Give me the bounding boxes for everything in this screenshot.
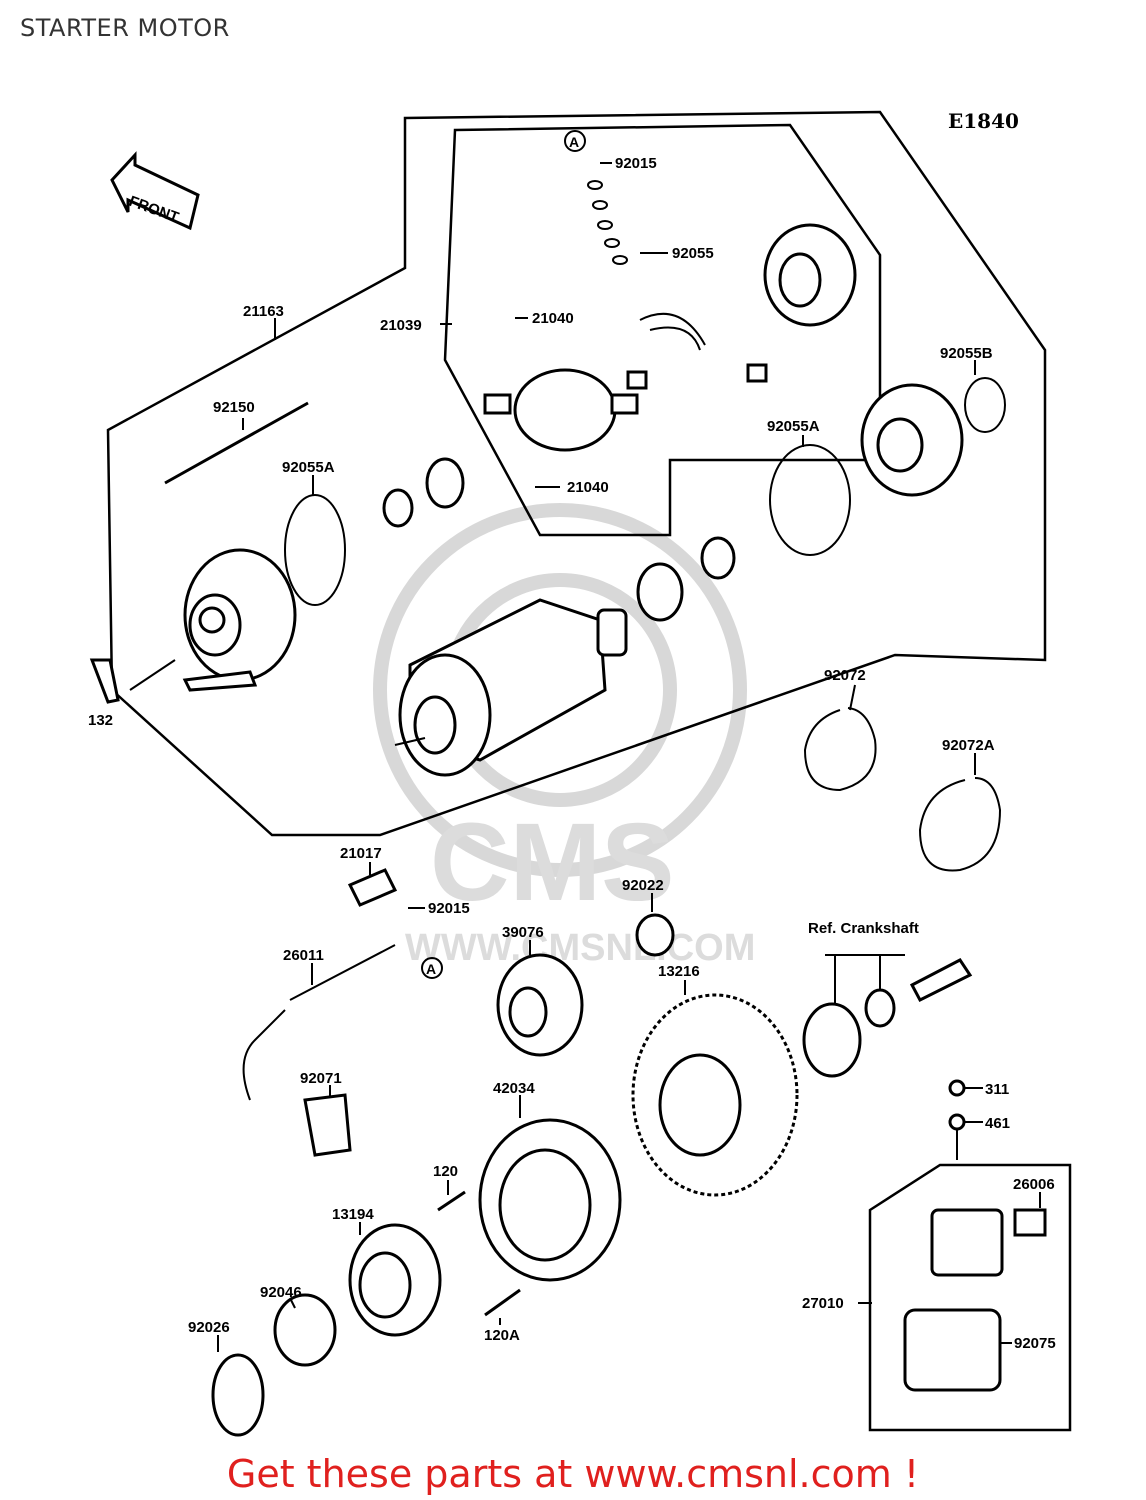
washer-92022 [635, 913, 675, 957]
label-92071: 92071 [300, 1070, 342, 1087]
svg-text:A: A [426, 961, 436, 977]
cta-link-text[interactable]: Get these parts at www.cmsnl.com ! [226, 1452, 920, 1496]
label-120: 120 [433, 1163, 458, 1180]
idler-gear-39076 [496, 953, 584, 1057]
circlip-92072 [803, 707, 877, 792]
crankshaft-gear [802, 958, 973, 1078]
seal-right [700, 536, 736, 580]
label-92072: 92072 [824, 667, 866, 684]
spring-92055 [587, 180, 628, 265]
label-92055a: 92055A [282, 459, 335, 476]
washer-left [382, 488, 414, 528]
washer-92026 [211, 1353, 265, 1437]
diagram-code: E1840 [948, 109, 1019, 133]
bolt-132 [89, 658, 120, 704]
relay-26006 [930, 1208, 1047, 1277]
page-title: STARTER MOTOR [20, 14, 230, 42]
circlip-92072a [918, 777, 1002, 872]
label-21017: 21017 [340, 845, 382, 862]
label-92026: 92026 [188, 1319, 230, 1336]
watermark-url: WWW.CMSNL.COM [405, 927, 755, 969]
label-26011: 26011 [283, 947, 324, 964]
label-92046: 92046 [260, 1284, 302, 1301]
starter-motor-armature [394, 598, 628, 777]
label-21039: 21039 [380, 317, 422, 334]
washer-461 [948, 1113, 966, 1131]
through-bolt-92150 [164, 401, 309, 485]
end-cover-right [860, 383, 964, 497]
label-311: 311 [985, 1081, 1009, 1098]
label-92022: 92022 [622, 877, 664, 894]
label-461: 461 [985, 1115, 1010, 1132]
label-21040: 21040 [532, 310, 574, 327]
cap-92071 [303, 1093, 352, 1157]
assembly-frame-27010 [868, 1163, 1072, 1432]
label-21040: 21040 [567, 479, 609, 496]
lead-wire-26011 [242, 944, 396, 1101]
label-92015: 92015 [428, 900, 470, 917]
o-ring-right [769, 444, 851, 556]
svg-text:A: A [569, 134, 579, 150]
front-arrow-icon: FRONT [110, 151, 200, 231]
brush-holder-cover [763, 223, 857, 327]
label-92072a: 92072A [942, 737, 995, 754]
relay-cover-92075 [903, 1308, 1002, 1392]
label-92055a: 92055A [767, 418, 820, 435]
label-92055: 92055 [672, 245, 714, 262]
label-132: 132 [88, 712, 113, 729]
screw-120 [437, 1190, 466, 1212]
brush-holder [483, 312, 768, 452]
watermark-brand: CMS [430, 801, 674, 924]
terminal-21017 [347, 868, 398, 907]
clutch-housing-42034 [478, 1118, 622, 1282]
label-92150: 92150 [213, 399, 255, 416]
needle-bearing-92046 [273, 1293, 337, 1367]
label-26006: 26006 [1013, 1176, 1055, 1193]
o-ring-left [284, 494, 346, 606]
label-92055b: 92055B [940, 345, 993, 362]
label-13216: 13216 [658, 963, 700, 980]
marker-a-top: A [564, 130, 586, 152]
starter-clutch-gear-13216 [631, 993, 799, 1197]
assembly-frame-21039 [443, 123, 882, 537]
bearing-left [425, 457, 465, 509]
label-27010: 27010 [802, 1295, 844, 1312]
bearing-right [636, 562, 684, 622]
label-42034: 42034 [493, 1080, 535, 1097]
assembly-frame-21163 [106, 110, 1047, 837]
marker-a-bottom: A [421, 957, 443, 979]
one-way-clutch-13194 [348, 1223, 442, 1337]
o-ring-92055b [964, 377, 1006, 433]
label-13194: 13194 [332, 1206, 374, 1223]
label-ref-crankshaft: Ref. Crankshaft [808, 920, 919, 937]
screw-120a [484, 1288, 521, 1317]
nut-311 [948, 1079, 966, 1097]
end-cover-left [182, 548, 297, 692]
label-39076: 39076 [502, 924, 544, 941]
label-92015: 92015 [615, 155, 657, 172]
part-labels: 92015 92055 21163 21039 21040 21040 9215… [88, 155, 1056, 1352]
label-120a: 120A [484, 1327, 520, 1344]
leader-lines [129, 162, 1041, 1352]
label-92075: 92075 [1014, 1335, 1056, 1352]
label-21163: 21163 [243, 303, 284, 320]
